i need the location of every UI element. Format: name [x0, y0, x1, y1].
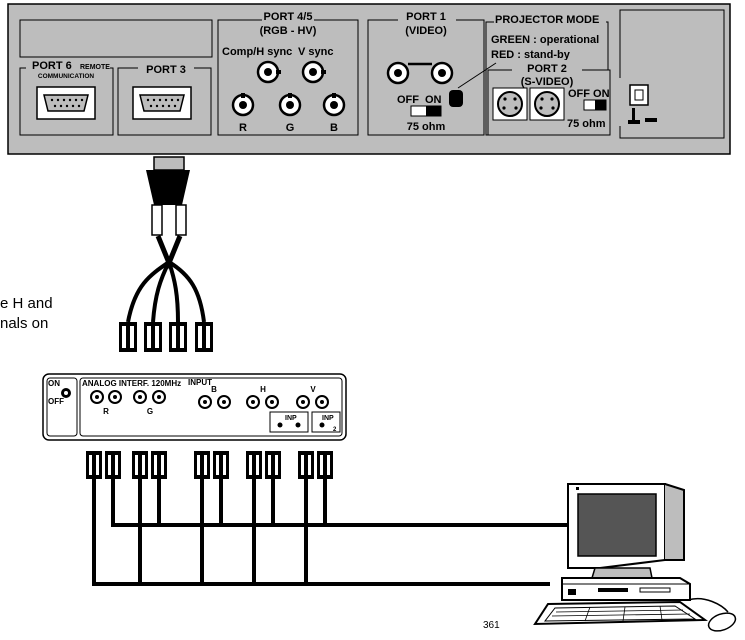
port6-serial-connector[interactable]	[36, 86, 96, 120]
interface-off-label: OFF	[48, 397, 64, 406]
red-mode-text: RED : stand-by	[491, 49, 571, 61]
port6-remote-label: REMOTE	[80, 64, 110, 71]
comp-h-sync-bnc[interactable]	[256, 60, 281, 84]
keyboard-icon	[533, 600, 709, 626]
side-text-line-1: e H and	[0, 295, 53, 312]
port1-bnc-left[interactable]	[386, 61, 410, 85]
interface-v-label: V	[310, 385, 316, 394]
port2-termination-switch[interactable]	[583, 99, 607, 111]
green-mode-text: GREEN : operational	[491, 34, 599, 46]
v-sync-bnc[interactable]	[301, 60, 326, 84]
port1-group: PORT 1 (VIDEO) OFF ON 75 ohm	[367, 7, 485, 136]
port1-title: PORT 1	[406, 11, 446, 23]
computer-workstation	[533, 483, 737, 632]
h-input-pair[interactable]	[246, 395, 279, 409]
port1-subtitle: (VIDEO)	[405, 25, 447, 37]
interface-input-label: INPUT	[188, 378, 212, 387]
power-area	[613, 9, 725, 139]
r-label: R	[239, 122, 247, 134]
port6-communication-label: COMMUNICATION	[38, 73, 95, 80]
inp-right-label: INP	[322, 415, 334, 422]
port1-off-label: OFF	[397, 94, 419, 106]
port1-ohm-label: 75 ohm	[407, 121, 446, 133]
cable-bnc-1	[119, 322, 137, 352]
b-bnc[interactable]	[322, 93, 346, 117]
port45-title: PORT 4/5	[264, 11, 313, 23]
port45-group: PORT 4/5 (RGB - HV) Comp/H sync V sync R…	[217, 7, 359, 136]
cable-bnc-2	[144, 322, 162, 352]
cable-bnc-4	[195, 322, 213, 352]
port2-title: PORT 2	[527, 63, 567, 75]
s-video-connector-right[interactable]	[529, 87, 565, 121]
interface-g-label: G	[147, 407, 153, 416]
port2-subtitle: (S-VIDEO)	[521, 76, 574, 88]
system-unit-icon	[561, 577, 691, 601]
port3-serial-connector[interactable]	[132, 86, 192, 120]
port6-title: PORT 6	[32, 60, 72, 72]
port45-subtitle: (RGB - HV)	[260, 25, 317, 37]
interface-on-label: ON	[48, 379, 60, 388]
inp-selector-right[interactable]: INP 2	[311, 411, 341, 433]
output-cables	[86, 451, 568, 586]
cable-bnc-3	[169, 322, 187, 352]
comp-h-sync-label: Comp/H sync	[222, 46, 292, 58]
port3-group: PORT 3	[117, 58, 212, 136]
interface-b-label: B	[211, 385, 217, 394]
mouse-icon	[687, 598, 737, 632]
inp-selector-left[interactable]: INP	[269, 411, 309, 433]
s-video-connector-left[interactable]	[492, 87, 528, 121]
b-label: B	[330, 122, 338, 134]
r-input-pair[interactable]	[90, 390, 122, 404]
g-label: G	[286, 122, 295, 134]
interface-r-label: R	[103, 407, 109, 416]
ground-icon	[628, 108, 657, 124]
inp-left-label: INP	[285, 415, 297, 422]
port2-ohm-label: 75 ohm	[567, 118, 606, 130]
figure-number: 361	[483, 620, 500, 631]
port2-off-on-label: OFF ON	[568, 88, 610, 100]
port1-termination-switch[interactable]	[410, 105, 442, 117]
interface-power-switch[interactable]	[61, 388, 71, 398]
inp-right-number: 2	[333, 427, 337, 433]
interface-title: ANALOG INTERF. 120MHz	[82, 379, 181, 388]
r-bnc[interactable]	[231, 93, 255, 117]
port6-group: PORT 6 REMOTE COMMUNICATION	[19, 58, 114, 136]
monitor-icon	[567, 483, 685, 579]
side-text-line-2: nals on	[0, 315, 49, 332]
v-input-pair[interactable]	[296, 395, 329, 409]
port3-title: PORT 3	[146, 64, 186, 76]
projector-rear-panel: PORT 4/5 (RGB - HV) Comp/H sync V sync R…	[7, 3, 731, 155]
projector-mode-led	[449, 90, 463, 107]
projector-mode-title: PROJECTOR MODE	[495, 14, 599, 26]
g-input-pair[interactable]	[133, 390, 166, 404]
port1-on-label: ON	[425, 94, 442, 106]
v-sync-label: V sync	[298, 46, 333, 58]
g-bnc[interactable]	[278, 93, 302, 117]
port2-group: PORT 2 (S-VIDEO) OFF ON 75 ohm	[487, 60, 611, 136]
b-input-pair[interactable]	[198, 395, 231, 409]
breakout-cable	[119, 156, 213, 352]
port1-bnc-right[interactable]	[430, 61, 454, 85]
analog-interface-box: ON OFF ANALOG INTERF. 120MHz INPUT R G B…	[42, 373, 347, 441]
interface-h-label: H	[260, 385, 266, 394]
